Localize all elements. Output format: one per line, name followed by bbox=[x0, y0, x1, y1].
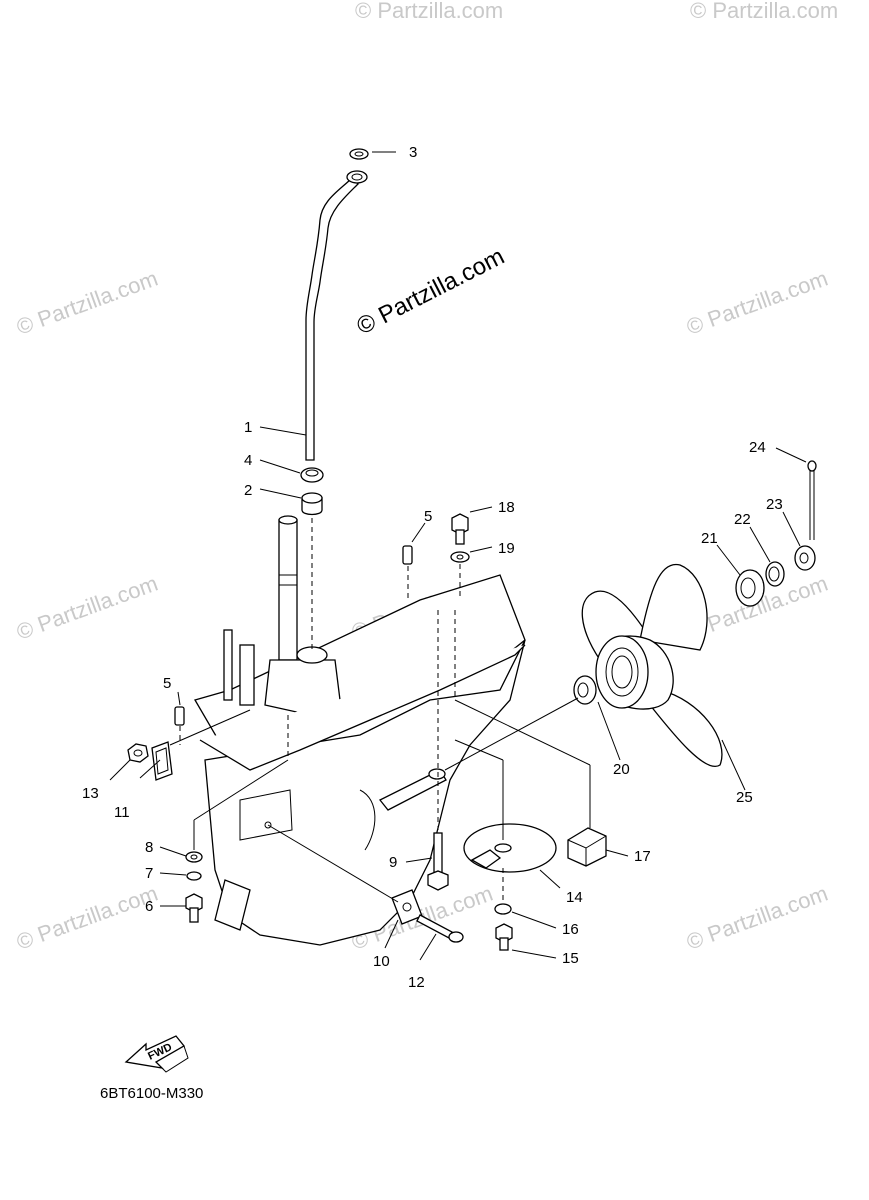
callout-17: 17 bbox=[634, 848, 651, 865]
callout-leaders bbox=[109, 151, 807, 961]
callout-25: 25 bbox=[736, 789, 753, 806]
part-9-bolt bbox=[427, 832, 449, 891]
callout-8: 8 bbox=[145, 839, 153, 856]
callout-10: 10 bbox=[373, 953, 390, 970]
part-1-water-tube bbox=[305, 170, 368, 461]
part-15-bolt bbox=[495, 923, 513, 951]
callout-6: 6 bbox=[145, 898, 153, 915]
watermark: © Partzilla.com bbox=[13, 881, 161, 955]
part-6-bolt bbox=[185, 893, 203, 923]
main-watermark: © Partzilla.com bbox=[352, 243, 508, 340]
callout-4: 4 bbox=[244, 452, 252, 469]
part-5-dowel-pin-left bbox=[174, 706, 185, 726]
part-24-cotter-pin bbox=[807, 460, 817, 540]
part-3-washer bbox=[349, 148, 369, 160]
part-18-bolt bbox=[451, 513, 469, 545]
part-13-nut bbox=[127, 743, 149, 763]
part-14-trim-tab bbox=[463, 823, 557, 873]
part-5-dowel-pin bbox=[402, 545, 413, 565]
watermark: © Partzilla.com bbox=[13, 266, 161, 340]
lower-unit-gear-case bbox=[194, 515, 526, 946]
callout-1: 1 bbox=[244, 419, 252, 436]
watermark: © Partzilla.com bbox=[13, 571, 161, 645]
callout-labels: 1 2 3 4 5 5 6 7 8 9 10 11 12 13 14 15 16… bbox=[82, 144, 783, 991]
part-8-washer bbox=[185, 851, 203, 863]
callout-11: 11 bbox=[114, 804, 130, 821]
callout-5: 5 bbox=[163, 675, 171, 692]
callout-7: 7 bbox=[145, 865, 153, 882]
watermark: © Partzilla.com bbox=[683, 881, 831, 955]
part-23-castle-nut bbox=[794, 545, 816, 571]
part-17-anode bbox=[567, 827, 607, 867]
part-25-propeller bbox=[581, 563, 723, 768]
callout-2: 2 bbox=[244, 482, 252, 499]
callout-20: 20 bbox=[613, 761, 630, 778]
callout-5: 5 bbox=[424, 508, 432, 525]
part-11-grommet bbox=[151, 741, 173, 781]
callout-21: 21 bbox=[701, 530, 718, 547]
callout-15: 15 bbox=[562, 950, 579, 967]
part-19-washer bbox=[450, 551, 470, 563]
diagram-code: 6BT6100-M330 bbox=[100, 1085, 203, 1102]
callout-19: 19 bbox=[498, 540, 515, 557]
forward-direction-arrow: FWD bbox=[124, 1035, 189, 1073]
part-2-seal bbox=[301, 492, 323, 516]
callout-24: 24 bbox=[749, 439, 766, 456]
part-7-washer bbox=[186, 871, 202, 881]
part-22-washer bbox=[765, 561, 785, 587]
part-12-screw bbox=[416, 914, 464, 943]
part-21-spacer bbox=[735, 569, 765, 607]
callout-13: 13 bbox=[82, 785, 99, 802]
watermark: © Partzilla.com bbox=[355, 0, 503, 23]
callout-23: 23 bbox=[766, 496, 783, 513]
part-4-grommet bbox=[300, 467, 324, 483]
part-20-thrust-washer bbox=[573, 675, 597, 705]
callout-12: 12 bbox=[408, 974, 425, 991]
callout-9: 9 bbox=[389, 854, 397, 871]
callout-3: 3 bbox=[409, 144, 417, 161]
watermark: © Partzilla.com bbox=[683, 266, 831, 340]
alignment-lines bbox=[169, 518, 591, 904]
callout-18: 18 bbox=[498, 499, 515, 516]
callout-22: 22 bbox=[734, 511, 751, 528]
callout-16: 16 bbox=[562, 921, 579, 938]
callout-14: 14 bbox=[566, 889, 583, 906]
part-16-washer bbox=[494, 903, 512, 915]
watermark: © Partzilla.com bbox=[690, 0, 838, 23]
